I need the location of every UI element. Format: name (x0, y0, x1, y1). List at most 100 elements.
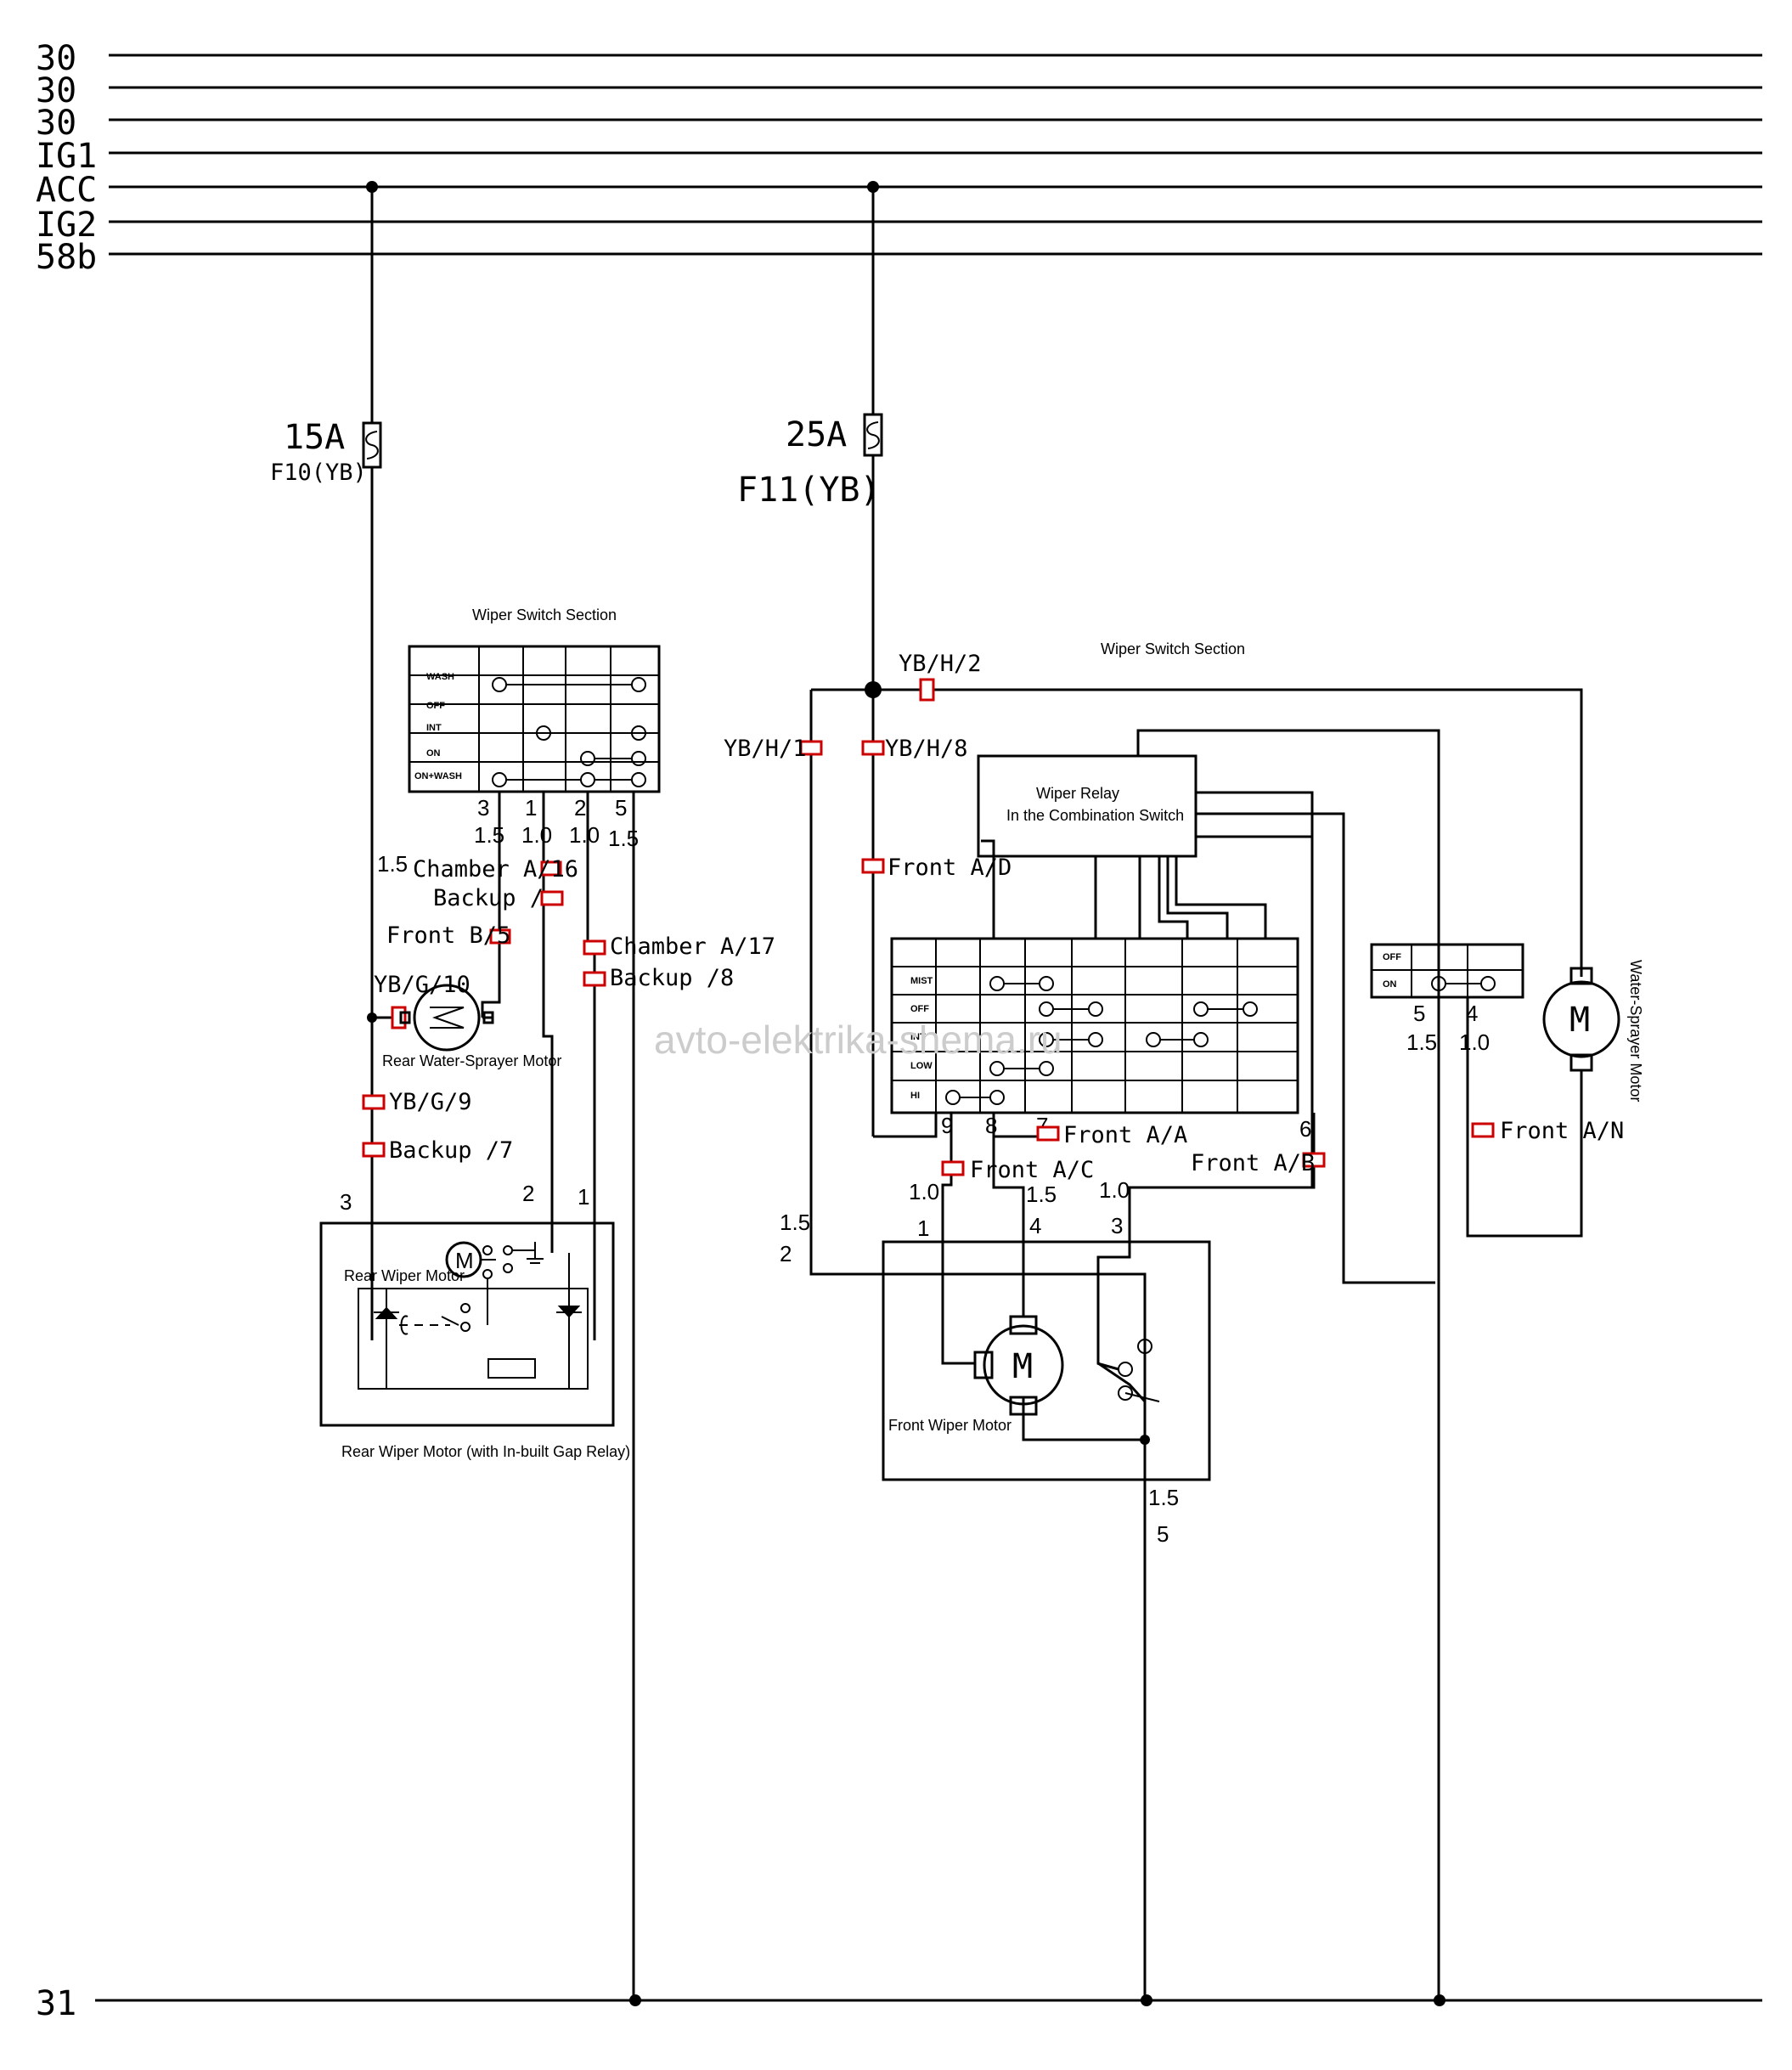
connector-front-an (1471, 1122, 1495, 1138)
connector-label: YB/G/10 (374, 972, 471, 998)
rail-label: 58b (36, 238, 97, 277)
connector-front-ab (1302, 1152, 1326, 1168)
front-washer-motor: M Water-Sprayer Motor (1542, 960, 1644, 1102)
pin-number: 4 (1029, 1213, 1041, 1238)
connector-yb-h1 (799, 740, 823, 756)
rear-wiper-motor: 3 2 1 M Rear Wiper Motor Rear Wiper Moto… (319, 1181, 630, 1460)
switch-row-label: WASH (426, 672, 454, 682)
connector-label: Front A/C (970, 1157, 1094, 1183)
fuse-f10: 15A F10(YB) (270, 187, 382, 486)
wire-gauge: 1.0 (569, 822, 600, 848)
rail-label: 30 (36, 104, 76, 143)
watermark-text: avto-elektrika-shema.ru (654, 1018, 1062, 1062)
connector-label: Front A/B (1191, 1150, 1315, 1176)
pin-number: 4 (1466, 1001, 1478, 1026)
pin-number: 1 (578, 1184, 589, 1210)
fuse-rating: 25A (786, 415, 847, 454)
front-wire-labels: 1.5 2 1.0 1 1.5 4 1.0 3 1.5 5 (780, 1177, 1179, 1547)
switch-row-label: ON (1383, 979, 1397, 990)
front-wires (809, 455, 1583, 2000)
rail-label: 30 (36, 39, 76, 78)
switch-row-label: OFF (426, 701, 445, 711)
wire-gauge: 1.5 (1148, 1485, 1179, 1510)
pin-number: 2 (574, 795, 586, 821)
switch-row-label: ON+WASH (414, 771, 462, 781)
wire-gauge: 1.0 (909, 1179, 939, 1204)
fuse-id: F10(YB) (270, 460, 367, 486)
rear-wiper-switch: Wiper Switch Section WASH OFF INT ON ON+… (408, 606, 661, 851)
connector-label: Front B/5 (386, 922, 510, 949)
connector-label: Front A/N (1500, 1118, 1624, 1144)
pin-number: 5 (1157, 1521, 1169, 1547)
connector-backup-7 (362, 1142, 386, 1158)
rail-label: ACC (36, 171, 97, 210)
switch-row-label: INT (910, 1032, 926, 1042)
switch-row-label: LOW (910, 1061, 933, 1071)
connector-yb-h2 (919, 678, 935, 702)
pin-number: 5 (615, 795, 627, 821)
pin-number: 1 (525, 795, 537, 821)
ground-rail-label: 31 (36, 1984, 76, 2023)
connector-label: Chamber A/16 (413, 856, 578, 883)
pin-number: 3 (1111, 1213, 1123, 1238)
connector-label: Backup / (433, 885, 544, 911)
connector-front-ad (861, 858, 885, 874)
connector-chamber-a17 (583, 939, 606, 956)
motor-symbol: M (1569, 1001, 1590, 1040)
rear-washer-motor: Rear Water-Sprayer Motor (382, 984, 561, 1069)
rear-wiper-caption: Rear Wiper Motor (with In-built Gap Rela… (341, 1443, 630, 1460)
switch-row-label: ON (426, 748, 441, 759)
wire-gauge: 1.5 (377, 851, 408, 877)
switch-row-label: OFF (1383, 952, 1401, 962)
front-washer-motor-label: Water-Sprayer Motor (1627, 960, 1644, 1102)
rail-label: IG2 (36, 206, 97, 245)
pin-number: 1 (917, 1215, 929, 1241)
front-wiper-motor-label: Front Wiper Motor (888, 1417, 1012, 1434)
rear-connectors: Chamber A/16 Backup / Front B/5 Chamber … (362, 851, 775, 1164)
ground-rail: 31 (36, 1984, 1762, 2023)
wiper-relay: Wiper Relay In the Combination Switch (977, 754, 1197, 858)
motor-symbol: M (455, 1248, 474, 1273)
connector-label: Backup /7 (389, 1137, 513, 1164)
connector-front-ac (941, 1160, 965, 1176)
switch-row-label: MIST (910, 976, 933, 986)
connector-label: YB/H/1 (724, 736, 807, 762)
connector-label: YB/H/8 (885, 736, 968, 762)
rear-washer-motor-label: Rear Water-Sprayer Motor (382, 1052, 561, 1069)
pin-number: 2 (780, 1241, 792, 1266)
pin-number: 3 (477, 795, 489, 821)
connector-front-b5 (489, 928, 511, 945)
relay-line1: Wiper Relay (1036, 785, 1119, 802)
front-wiper-motor: M Front Wiper Motor (882, 1240, 1211, 1481)
wire-gauge: 1.5 (1406, 1029, 1437, 1055)
fuse-f11: 25A F11(YB) (737, 187, 883, 510)
rear-wiper-motor-label: Rear Wiper Motor (344, 1267, 465, 1284)
connector-label: Front A/A (1063, 1122, 1187, 1148)
pin-number: 9 (941, 1113, 953, 1138)
connector-yb-g10 (391, 1006, 407, 1029)
pin-number: 6 (1299, 1116, 1311, 1142)
fuse-id: F11(YB) (737, 471, 881, 510)
connector-label: YB/G/9 (389, 1089, 472, 1115)
connector-backup (540, 890, 564, 906)
connector-front-aa (1036, 1125, 1060, 1142)
connector-label: Front A/D (888, 855, 1012, 881)
relay-line2: In the Combination Switch (1006, 807, 1184, 824)
switch-row-label: HI (910, 1091, 920, 1101)
wire-gauge: 1.0 (521, 822, 552, 848)
pin-number: 3 (340, 1189, 352, 1215)
rear-wires (367, 467, 635, 2000)
rail-label: IG1 (36, 137, 97, 176)
switch-row-label: OFF (910, 1004, 929, 1014)
power-rails: 30 30 30 IG1 ACC IG2 58b (36, 39, 1762, 277)
front-wiper-switch: Wiper Switch Section MIST OFF INT LOW HI… (890, 640, 1311, 1142)
fuse-rating: 15A (284, 418, 345, 457)
rear-switch-title: Wiper Switch Section (472, 606, 617, 623)
washer-switch: OFF ON 5 4 1.5 1.0 (1370, 943, 1524, 1283)
front-switch-title: Wiper Switch Section (1101, 640, 1245, 657)
wire-gauge: 1.5 (1026, 1182, 1057, 1207)
connector-label: Backup /8 (610, 965, 734, 991)
wire-gauge: 1.5 (780, 1210, 810, 1235)
pin-number: 2 (522, 1181, 534, 1206)
